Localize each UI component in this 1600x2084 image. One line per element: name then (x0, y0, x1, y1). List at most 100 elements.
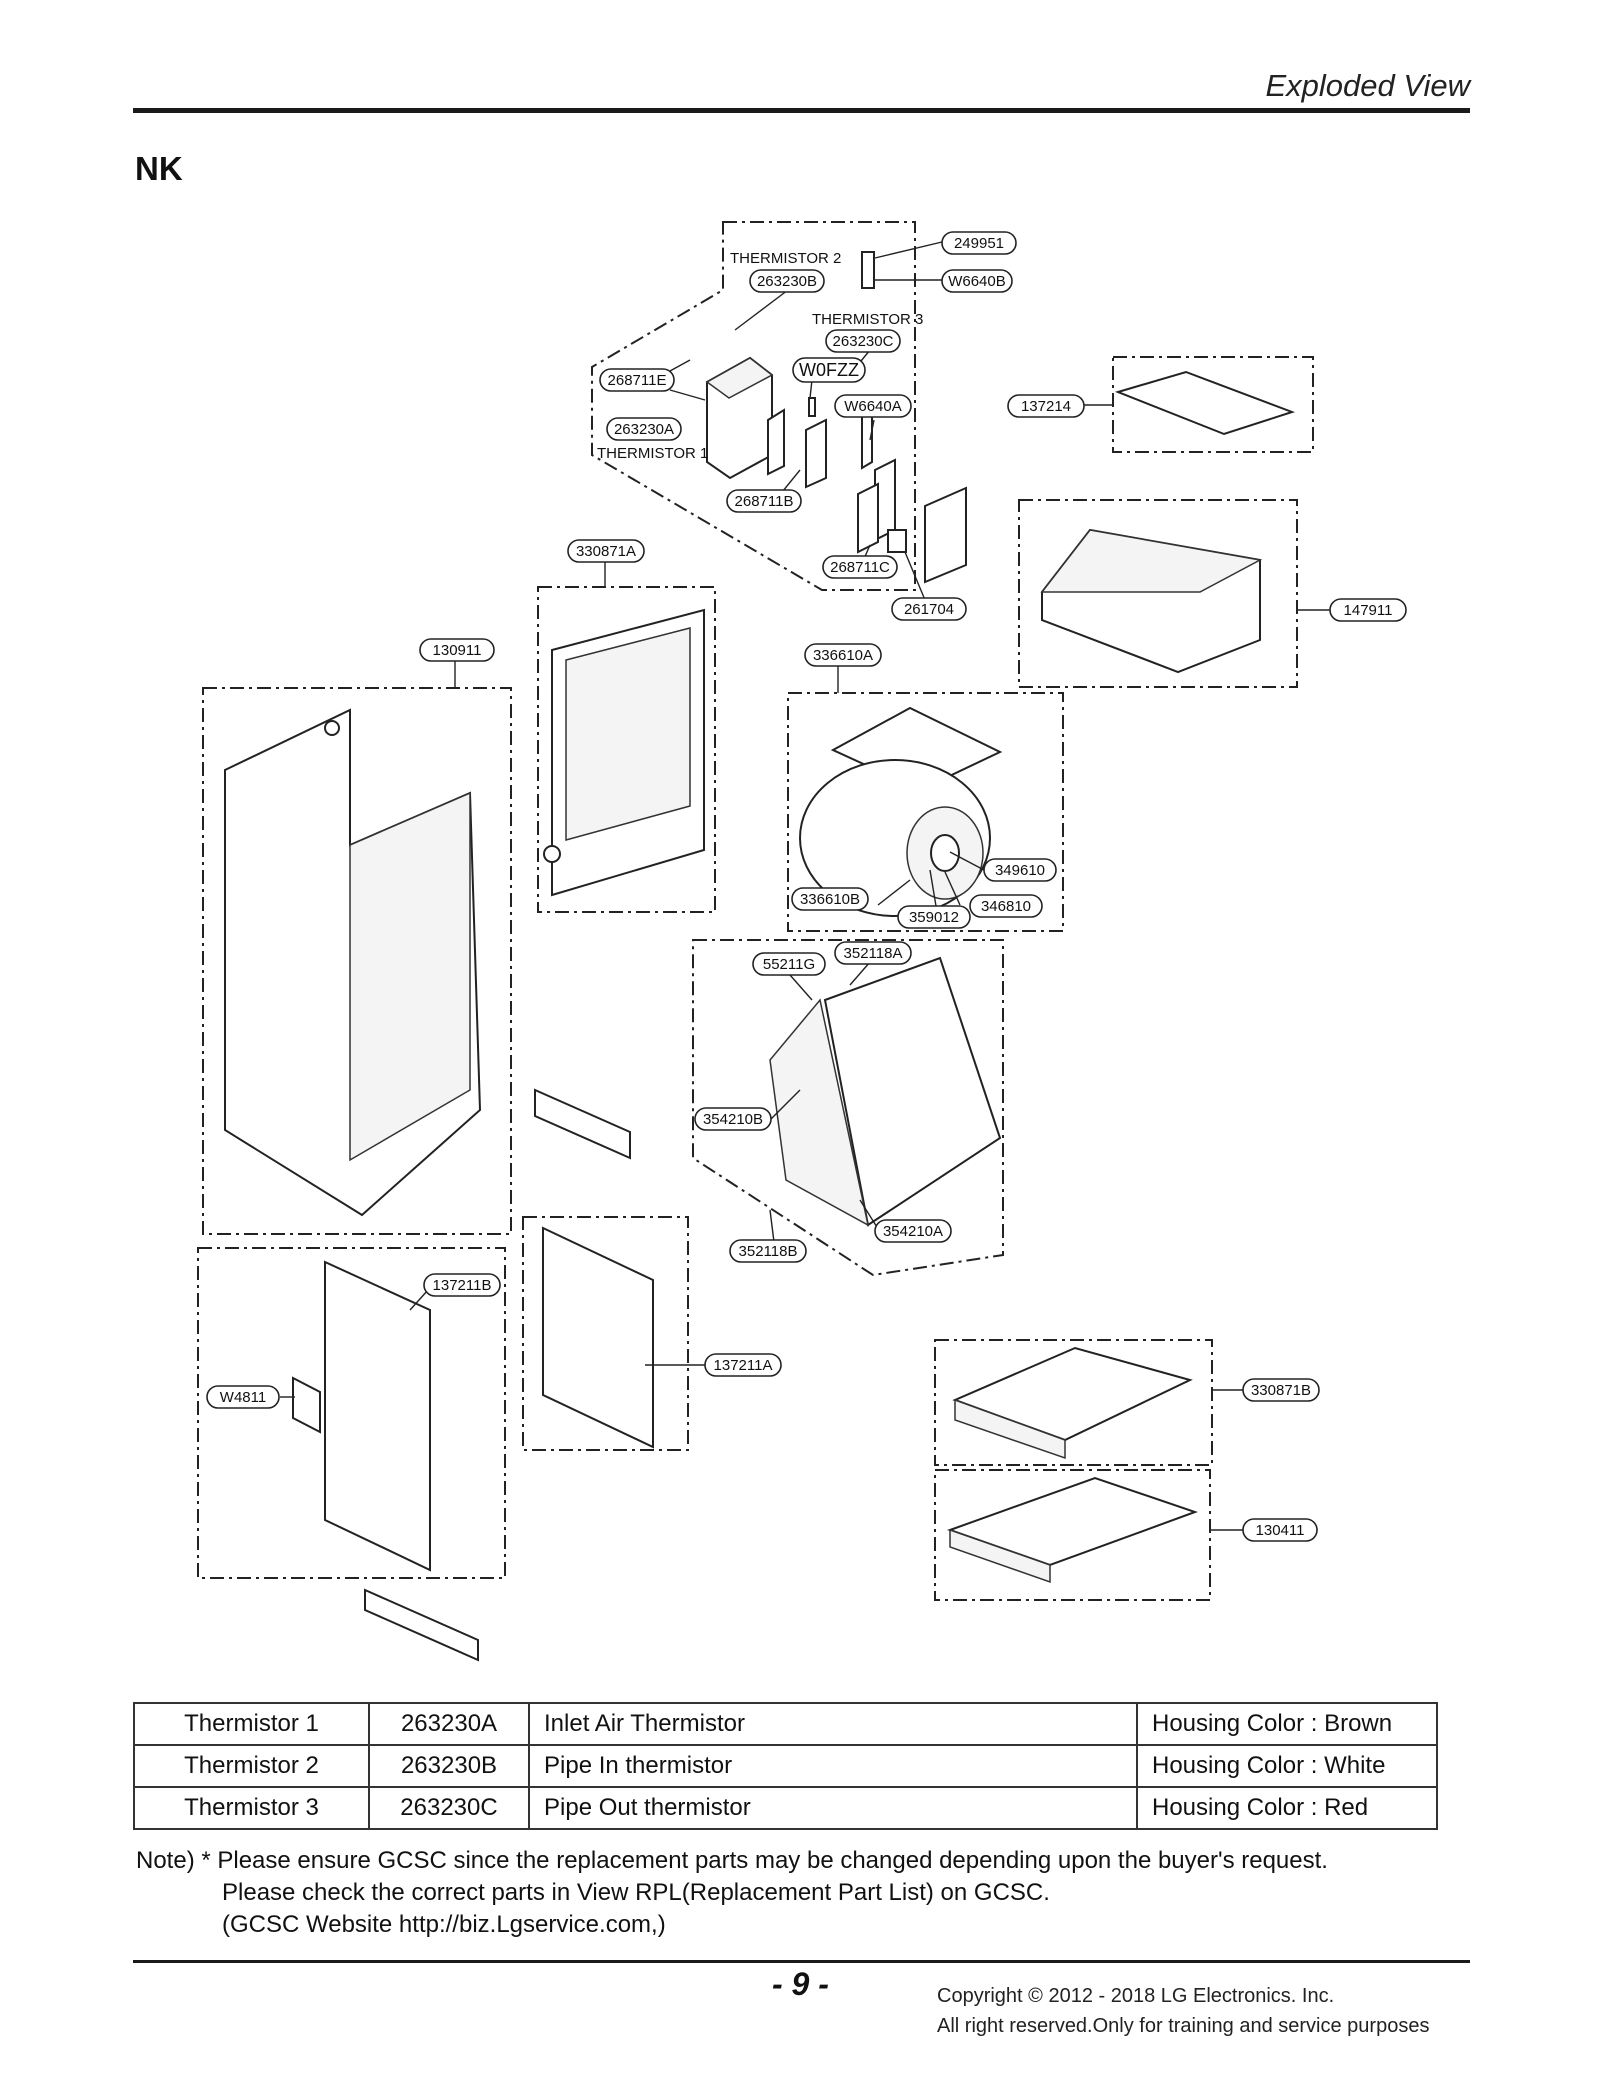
exploded-view-diagram: 249951 THERMISTOR 2 263230B W6640B THERM… (197, 221, 1407, 1662)
svg-text:354210A: 354210A (883, 1223, 943, 1240)
callout-137211B: 137211B (423, 1273, 501, 1297)
callout-130911: 130911 (419, 638, 495, 662)
blower-part (799, 706, 1003, 917)
thermistor-housing: Housing Color : White (1136, 1744, 1438, 1788)
table-row: Thermistor 2 263230B Pipe In thermistor … (133, 1744, 1438, 1788)
coil-part (769, 956, 1002, 1227)
coil-group (692, 939, 1004, 1277)
thermistor-description: Pipe In thermistor (528, 1744, 1138, 1788)
filter-door-group (537, 586, 716, 913)
svg-text:336610A: 336610A (813, 647, 873, 664)
svg-text:W6640A: W6640A (844, 398, 902, 415)
svg-text:137211B: 137211B (433, 1277, 492, 1294)
callout-352118A: 352118A (834, 941, 912, 965)
callout-W0FZZ: W0FZZ (792, 357, 866, 383)
note-line-3: (GCSC Website http://biz.Lgservice.com,) (222, 1911, 666, 1938)
svg-text:55211G: 55211G (763, 956, 815, 973)
top-panel-part (1040, 528, 1263, 674)
callout-336610A: 336610A (804, 643, 882, 667)
svg-text:336610B: 336610B (800, 891, 860, 908)
svg-text:346810: 346810 (981, 898, 1031, 915)
callout-147911: 147911 (1329, 598, 1407, 622)
svg-text:249951: 249951 (954, 235, 1004, 252)
front-panel-right-part (542, 1226, 654, 1449)
page-number: - 9 - (772, 1966, 829, 2002)
control-box-parts (705, 251, 967, 584)
svg-text:130411: 130411 (1256, 1522, 1305, 1539)
svg-text:352118B: 352118B (739, 1243, 798, 1260)
thermistor-description: Inlet Air Thermistor (528, 1702, 1138, 1746)
callout-330871B: 330871B (1242, 1378, 1320, 1402)
control-box-group (591, 221, 916, 591)
svg-text:268711B: 268711B (735, 493, 794, 510)
svg-text:330871B: 330871B (1251, 1382, 1311, 1399)
callout-W6640B: W6640B (941, 269, 1013, 293)
filter-door-part (543, 608, 705, 897)
callout-249951: 249951 (941, 231, 1017, 255)
callout-137214: 137214 (1007, 394, 1085, 418)
thermistor-name: Thermistor 2 (133, 1744, 370, 1788)
svg-text:261704: 261704 (904, 601, 954, 618)
base-part (947, 1476, 1199, 1584)
callout-268711B: 268711B (726, 489, 802, 513)
callout-268711E: 268711E (599, 368, 675, 392)
drain-pan-group (934, 1339, 1213, 1466)
note-block: Note) * Please ensure GCSC since the rep… (136, 1845, 1328, 1941)
svg-text:359012: 359012 (909, 909, 959, 926)
svg-text:330871A: 330871A (576, 543, 636, 560)
front-panel-left-group (197, 1247, 506, 1579)
callout-336610B: 336610B (791, 887, 869, 911)
thermistor1-label: THERMISTOR 1 (597, 445, 708, 462)
thermistor-description: Pipe Out thermistor (528, 1786, 1138, 1830)
callout-268711C: 268711C (822, 555, 898, 579)
svg-text:352118A: 352118A (844, 945, 903, 962)
svg-text:147911: 147911 (1344, 602, 1393, 619)
top-cover-part (1114, 370, 1296, 436)
svg-text:354210B: 354210B (703, 1111, 763, 1128)
front-panel-left-part (292, 1260, 431, 1572)
svg-text:137214: 137214 (1021, 398, 1071, 415)
thermistor-table: Thermistor 1 263230A Inlet Air Thermisto… (133, 1702, 1438, 1830)
callout-263230C: 263230C (825, 329, 901, 353)
blower-group (787, 692, 1064, 932)
callout-130411: 130411 (1242, 1518, 1318, 1542)
base-group (934, 1469, 1211, 1601)
table-row: Thermistor 1 263230A Inlet Air Thermisto… (133, 1702, 1438, 1746)
callout-359012: 359012 (897, 905, 971, 929)
copyright-line-1: Copyright © 2012 - 2018 LG Electronics. … (937, 1985, 1335, 2007)
callout-263230B: 263230B (749, 269, 825, 293)
note-line-1: Note) * Please ensure GCSC since the rep… (136, 1847, 1328, 1874)
thermistor-name: Thermistor 3 (133, 1786, 370, 1830)
thermistor-housing: Housing Color : Red (1136, 1786, 1438, 1830)
callout-354210A: 354210A (874, 1219, 952, 1243)
panel-strip-part (534, 1088, 631, 1160)
cabinet-group (202, 687, 512, 1235)
svg-text:137211A: 137211A (714, 1357, 773, 1374)
thermistor-part: 263230B (368, 1744, 530, 1788)
copyright-line-2: All right reserved.Only for training and… (937, 2015, 1430, 2037)
callout-349610: 349610 (983, 858, 1057, 882)
svg-text:349610: 349610 (995, 862, 1045, 879)
thermistor3-label: THERMISTOR 3 (812, 311, 923, 328)
table-row: Thermistor 3 263230C Pipe Out thermistor… (133, 1786, 1438, 1830)
bottom-strip-part (364, 1588, 479, 1662)
front-panel-right-group (522, 1216, 689, 1451)
svg-text:263230C: 263230C (833, 333, 894, 350)
callout-261704: 261704 (891, 597, 967, 621)
callout-263230A: 263230A (606, 417, 682, 441)
callout-352118B: 352118B (729, 1239, 807, 1263)
svg-text:W6640B: W6640B (948, 273, 1006, 290)
callout-55211G: 55211G (752, 952, 826, 976)
svg-text:263230A: 263230A (614, 421, 674, 438)
drain-pan-part (952, 1346, 1193, 1460)
thermistor2-label: THERMISTOR 2 (730, 250, 841, 267)
section-header: Exploded View (1265, 68, 1470, 103)
callout-330871A: 330871A (567, 539, 645, 563)
svg-text:268711C: 268711C (830, 559, 890, 576)
top-panel-group (1018, 499, 1298, 688)
callout-346810: 346810 (969, 894, 1043, 918)
callout-W4811: W4811 (206, 1385, 280, 1409)
thermistor-housing: Housing Color : Brown (1136, 1702, 1438, 1746)
thermistor-part: 263230C (368, 1786, 530, 1830)
footer-rule (133, 1960, 1470, 1963)
